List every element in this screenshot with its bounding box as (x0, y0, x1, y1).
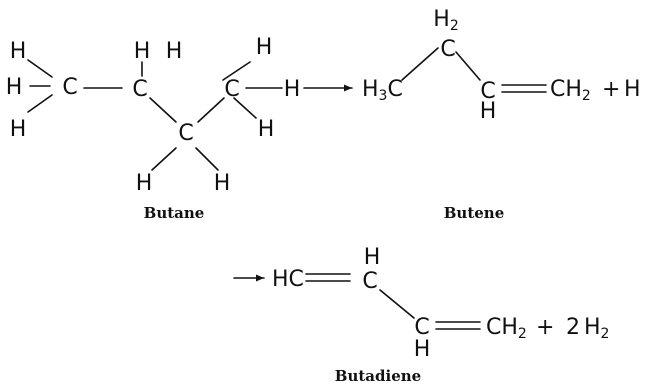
hydrogen-product: H (624, 77, 641, 102)
bond (27, 59, 53, 78)
carbon-atom: C (178, 121, 193, 146)
hydrogen-atom: H (414, 337, 431, 362)
methylene-group: CH2 (486, 315, 527, 342)
bond (401, 47, 439, 81)
hydrogen-atom: H (214, 171, 231, 196)
bond (149, 97, 177, 123)
carbon-atom: C (414, 315, 429, 340)
bond (151, 147, 177, 171)
butane-label: Butane (144, 204, 205, 222)
carbon-atom: C (362, 269, 377, 294)
methyl-group: H3C (362, 77, 403, 104)
hydrogen-atom: H (258, 117, 275, 142)
bond (195, 147, 219, 171)
carbon-atom: C (62, 75, 77, 100)
carbon-atom: C (224, 77, 239, 102)
arrow-head (256, 274, 264, 282)
plus-sign: + (602, 77, 620, 102)
hydrogen-atom: H (166, 39, 183, 64)
plus-sign: + (536, 315, 554, 340)
bond (27, 94, 53, 113)
hydrogen-atom: H2 (433, 7, 458, 34)
hydrogen-atom: H (364, 245, 381, 270)
hydrogen-atom: H (10, 39, 27, 64)
hydrogen-atom: H (10, 117, 27, 142)
methine-group: HC (272, 267, 304, 292)
arrow-head (344, 84, 352, 92)
carbon-atom: C (480, 79, 495, 104)
hydrogen-atom: H (6, 75, 23, 100)
hydrogen-atom: H (284, 77, 301, 102)
bond (379, 289, 415, 319)
hydrogen-atom: H (480, 99, 497, 124)
bond (222, 61, 251, 81)
bond (455, 51, 481, 81)
carbon-atom: C (132, 77, 147, 102)
butadiene-label: Butadiene (335, 367, 421, 385)
reaction-arrow (303, 84, 353, 92)
bond (197, 97, 225, 123)
bond (233, 97, 257, 119)
butane-structure: H H H C H H C C C H H H H H Butane (6, 35, 301, 222)
hydrogen-atom: H (136, 171, 153, 196)
reaction-arrow (233, 274, 265, 282)
hydrogen-atom: H (134, 39, 151, 64)
carbon-atom: C (440, 37, 455, 62)
hydrogen-atom: H (256, 35, 273, 60)
butene-label: Butene (444, 204, 505, 222)
methylene-group: CH2 (550, 77, 591, 104)
butene-structure: H3C H2 C C H CH2 + H Butene (362, 7, 641, 222)
